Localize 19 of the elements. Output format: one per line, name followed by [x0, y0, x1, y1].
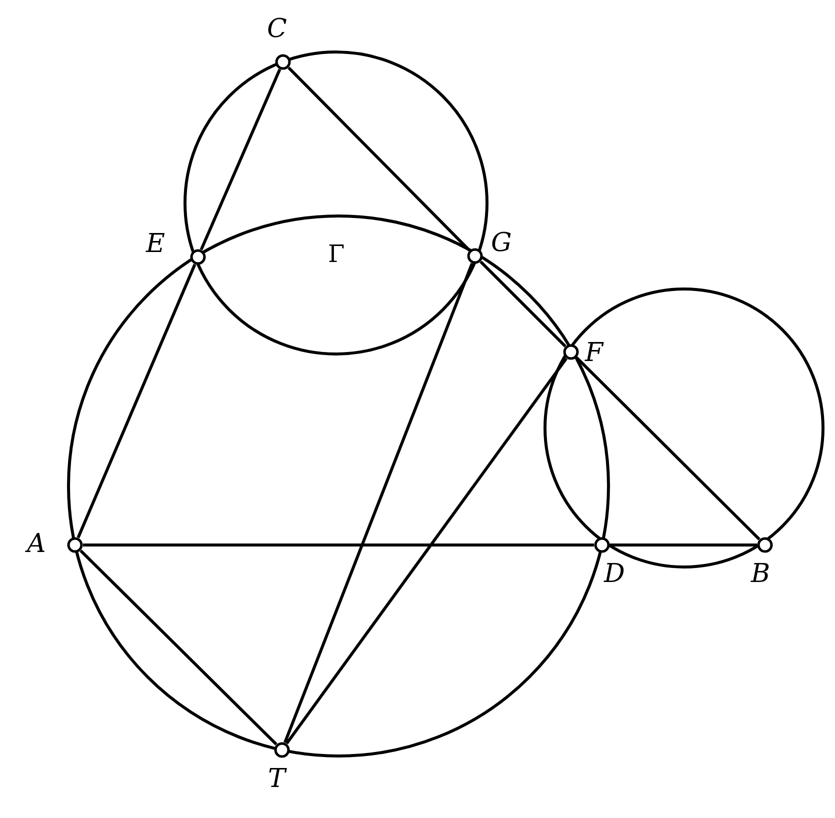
point-label: E	[146, 231, 165, 257]
point-label: D	[604, 561, 625, 587]
line-segment	[83, 544, 594, 546]
point-label: A	[27, 531, 46, 557]
line-segment	[576, 356, 760, 540]
point-label: T	[268, 766, 286, 792]
point-label: F	[585, 340, 604, 366]
line-segment	[80, 550, 278, 746]
line-segment	[200, 68, 282, 250]
point-label: B	[751, 561, 770, 587]
point-label: C	[267, 16, 287, 42]
point-label: G	[491, 230, 512, 256]
line-segment	[284, 262, 474, 744]
line-segment	[288, 66, 470, 252]
line-segment	[480, 260, 566, 348]
line-segment	[76, 264, 196, 538]
circle-label: Γ	[328, 242, 345, 266]
line-segment	[285, 358, 568, 744]
line-segment	[610, 544, 757, 546]
